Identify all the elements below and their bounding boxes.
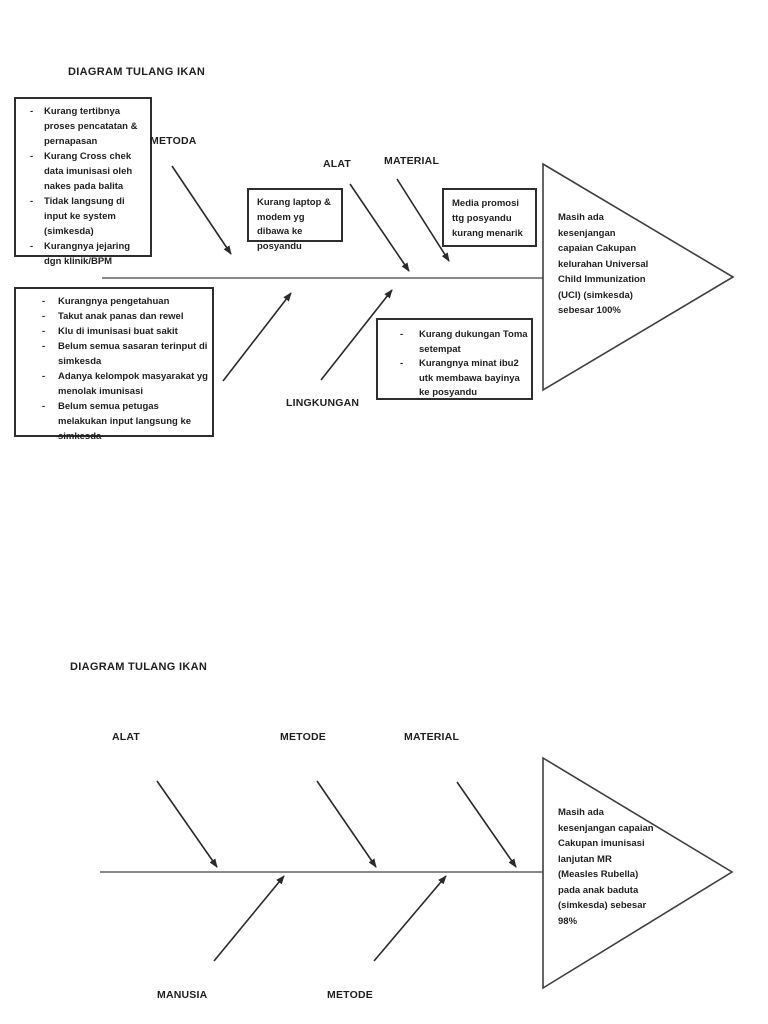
cause-item: -Kurang tertibnya proses pencatatan & pe… <box>16 104 147 149</box>
label-material: MATERIAL <box>384 155 440 167</box>
bone-arrow-manusia <box>222 292 292 382</box>
bullet-dash: - <box>42 341 46 352</box>
bullet-dash: - <box>30 241 34 252</box>
bone-arrow-lingkungan <box>320 289 393 381</box>
cause-item: -Klu di imunisasi buat sakit <box>16 324 209 339</box>
effect-statement-diagram1: Masih ada kesenjangan capaian Cakupan ke… <box>558 212 649 316</box>
effect-statement-diagram2: Masih ada kesenjangan capaian Cakupan im… <box>558 807 654 927</box>
cause-item: -Kurangnya jejaring dgn klinik/BPM <box>16 239 147 269</box>
bullet-dash: - <box>42 296 46 307</box>
label-metoda: METODA <box>150 135 197 147</box>
cause-item: -Takut anak panas dan rewel <box>16 309 209 324</box>
bullet-dash: - <box>400 358 404 369</box>
bullet-dash: - <box>30 151 34 162</box>
effect-triangle-diagram2 <box>542 756 734 990</box>
cause-item: -Tidak langsung di input ke system (simk… <box>16 194 147 239</box>
label-manusia-2: MANUSIA <box>157 989 208 1001</box>
bullet-dash: - <box>42 311 46 322</box>
label-metode-bottom-2: METODE <box>327 989 373 1001</box>
cause-box-metoda: -Kurang tertibnya proses pencatatan & pe… <box>14 97 152 267</box>
cause-item: -Belum semua sasaran terinput di simkesd… <box>16 339 209 369</box>
bullet-dash: - <box>30 106 34 117</box>
bone-arrow-alat <box>349 183 410 272</box>
label-lingkungan: LINGKUNGAN <box>286 397 360 409</box>
bone-arrow-metoda <box>171 165 232 255</box>
label-material-2: MATERIAL <box>404 731 460 743</box>
bone-arrow-material-2 <box>456 781 517 868</box>
bullet-dash: - <box>30 196 34 207</box>
diagram1-title: DIAGRAM TULANG IKAN <box>68 66 206 78</box>
cause-item: -Kurang dukungan Toma setempat <box>378 328 528 357</box>
bone-arrow-alat-2 <box>156 780 218 868</box>
effect-triangle-diagram1 <box>542 162 735 392</box>
cause-item: -Kurang Cross chek data imunisasi oleh n… <box>16 149 147 194</box>
label-alat: ALAT <box>323 158 352 170</box>
cause-item: -Kurangnya pengetahuan <box>16 294 209 309</box>
cause-box-lingkungan: -Kurang dukungan Toma setempat -Kurangny… <box>376 318 533 400</box>
bone-arrow-material <box>396 178 450 262</box>
bullet-dash: - <box>42 371 46 382</box>
bone-arrow-metode-bottom-2 <box>373 875 447 962</box>
bullet-dash: - <box>42 401 46 412</box>
cause-item: -Kurangnya minat ibu2 utk membawa bayiny… <box>378 357 528 401</box>
label-metode-2: METODE <box>280 731 326 743</box>
cause-item: -Adanya kelompok masyarakat yg menolak i… <box>16 369 209 399</box>
cause-item: -Belum semua petugas melakukan input lan… <box>16 399 209 444</box>
cause-box-alat: Kurang laptop & modem yg dibawa ke posya… <box>247 188 343 252</box>
cause-box-material: Media promosi ttg posyandu kurang menari… <box>442 188 537 247</box>
diagram2-title: DIAGRAM TULANG IKAN <box>70 661 208 673</box>
label-alat-2: ALAT <box>112 731 141 743</box>
bullet-dash: - <box>42 326 46 337</box>
bone-arrow-manusia-2 <box>213 875 285 962</box>
cause-box-manusia: -Kurangnya pengetahuan -Takut anak panas… <box>14 287 214 442</box>
bone-arrow-metode-2 <box>316 780 377 868</box>
bullet-dash: - <box>400 329 404 340</box>
